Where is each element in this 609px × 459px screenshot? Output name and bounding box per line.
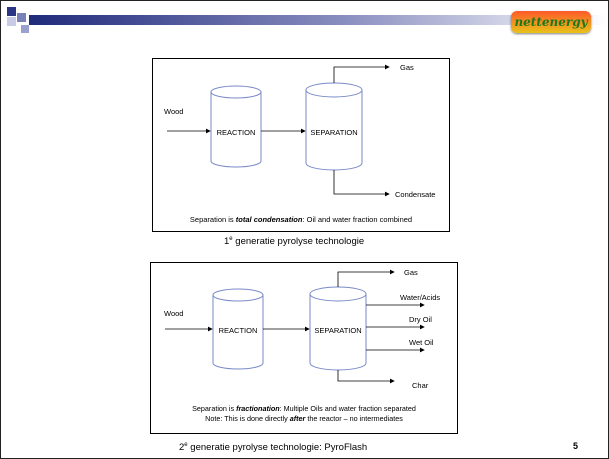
header-gradient [29,15,608,25]
water-acids-label: Water/Acids [400,293,440,302]
diagram-2-note-line-2: Note: This is done directly after the re… [205,414,403,423]
diagram-2: Wood REACTION SEPARATION Gas Water/Acids… [164,268,440,423]
separation-label: SEPARATION [310,128,357,137]
dry-oil-label: Dry Oil [409,315,432,324]
separation-cylinder [305,82,363,171]
header-bar [7,7,608,33]
page-number: 5 [573,441,579,451]
gas-label: Gas [404,268,418,277]
reaction-cylinder [212,288,264,370]
gas-label: Gas [400,63,414,72]
condensate-label: Condensate [395,190,435,199]
wood-label: Wood [164,309,183,318]
char-arrow [337,370,395,384]
char-label: Char [412,381,429,390]
header-square [7,17,16,26]
nettenergy-logo: nettenergy [511,11,591,33]
reaction-cylinder [210,85,262,168]
wood-label: Wood [164,107,183,116]
reaction-label: REACTION [219,326,258,335]
header-square [17,13,26,22]
gas-arrow [337,269,395,287]
reaction-label: REACTION [217,128,256,137]
logo-text: nettenergy [514,15,588,29]
separation-cylinder [309,286,367,371]
diagram-1-note: Separation is total condensation: Oil an… [190,215,412,224]
separation-label: SEPARATION [314,326,361,335]
diagram-2-note-line-1: Separation is fractionation: Multiple Oi… [192,404,416,413]
wet-oil-label: Wet Oil [409,338,434,347]
gas-arrow [333,64,390,83]
diagram-1-panel: Wood REACTION SEPARATION Gas Condensate … [152,58,450,232]
diagram-1: Wood REACTION SEPARATION Gas Condensate … [164,63,435,224]
header-square [21,25,29,33]
diagram-2-caption: 2e generatie pyrolyse technologie: PyroF… [179,442,368,454]
diagram-1-caption: 1e generatie pyrolyse technologie [224,236,365,248]
diagram-2-panel: Wood REACTION SEPARATION Gas Water/Acids… [150,262,458,434]
condensate-arrow [333,170,390,197]
header-square [7,7,16,16]
